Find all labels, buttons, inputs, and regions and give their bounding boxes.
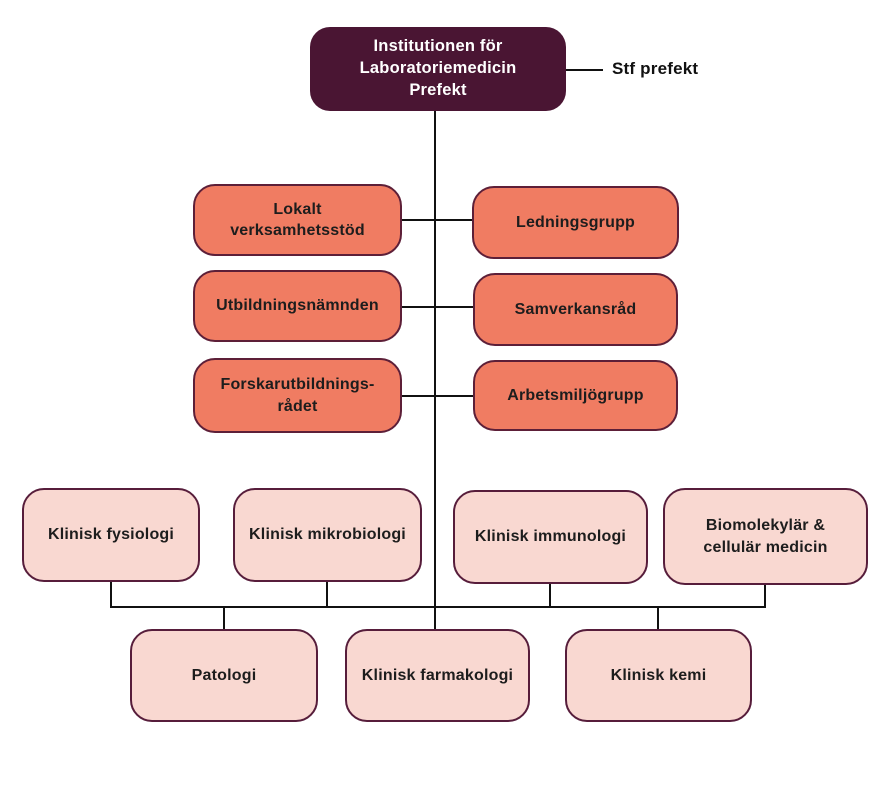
org-node-label: Biomolekylär & cellulär medicin: [703, 517, 828, 556]
org-node-label: Samverkansråd: [514, 300, 637, 318]
org-node-label: Utbildningsnämnden: [216, 297, 379, 315]
org-node-label: Arbetsmiljögrupp: [507, 386, 644, 404]
org-node-forskarutbildningsradet: Forskarutbildnings- rådet: [193, 358, 402, 433]
org-node-label: Institutionen för Laboratoriemedicin Pre…: [359, 37, 517, 99]
org-node-label: Forskarutbildnings- rådet: [220, 376, 375, 415]
org-node-label: Lokalt verksamhetsstöd: [230, 200, 365, 239]
org-node-label: Klinisk farmakologi: [361, 666, 514, 684]
org-node-label: Klinisk kemi: [610, 666, 707, 684]
org-node-klinisk-immunologi: Klinisk immunologi: [453, 490, 648, 584]
org-node-klinisk-kemi: Klinisk kemi: [565, 629, 752, 722]
org-node-patologi: Patologi: [130, 629, 318, 722]
org-node-klinisk-mikrobiologi: Klinisk mikrobiologi: [233, 488, 422, 582]
org-node-label: Ledningsgrupp: [515, 213, 636, 231]
org-node-label: Klinisk fysiologi: [47, 526, 175, 544]
org-node-utbildningsnamnden: Utbildningsnämnden: [193, 270, 402, 342]
org-node-label: Klinisk immunologi: [474, 528, 627, 546]
org-node-lokalt-verksamhetsstod: Lokalt verksamhetsstöd: [193, 184, 402, 256]
org-node-prefekt: Institutionen för Laboratoriemedicin Pre…: [310, 27, 566, 111]
org-node-arbetsmiljogrupp: Arbetsmiljögrupp: [473, 360, 678, 431]
deputy-label-stf-prefekt: Stf prefekt: [612, 59, 699, 78]
org-node-klinisk-fysiologi: Klinisk fysiologi: [22, 488, 200, 582]
org-node-label: Patologi: [191, 666, 257, 684]
org-node-label: Klinisk mikrobiologi: [249, 526, 406, 544]
org-node-ledningsgrupp: Ledningsgrupp: [472, 186, 679, 259]
org-node-biomolekylar-cellular-medicin: Biomolekylär & cellulär medicin: [663, 488, 868, 585]
org-node-samverkansrad: Samverkansråd: [473, 273, 678, 346]
org-node-klinisk-farmakologi: Klinisk farmakologi: [345, 629, 530, 722]
